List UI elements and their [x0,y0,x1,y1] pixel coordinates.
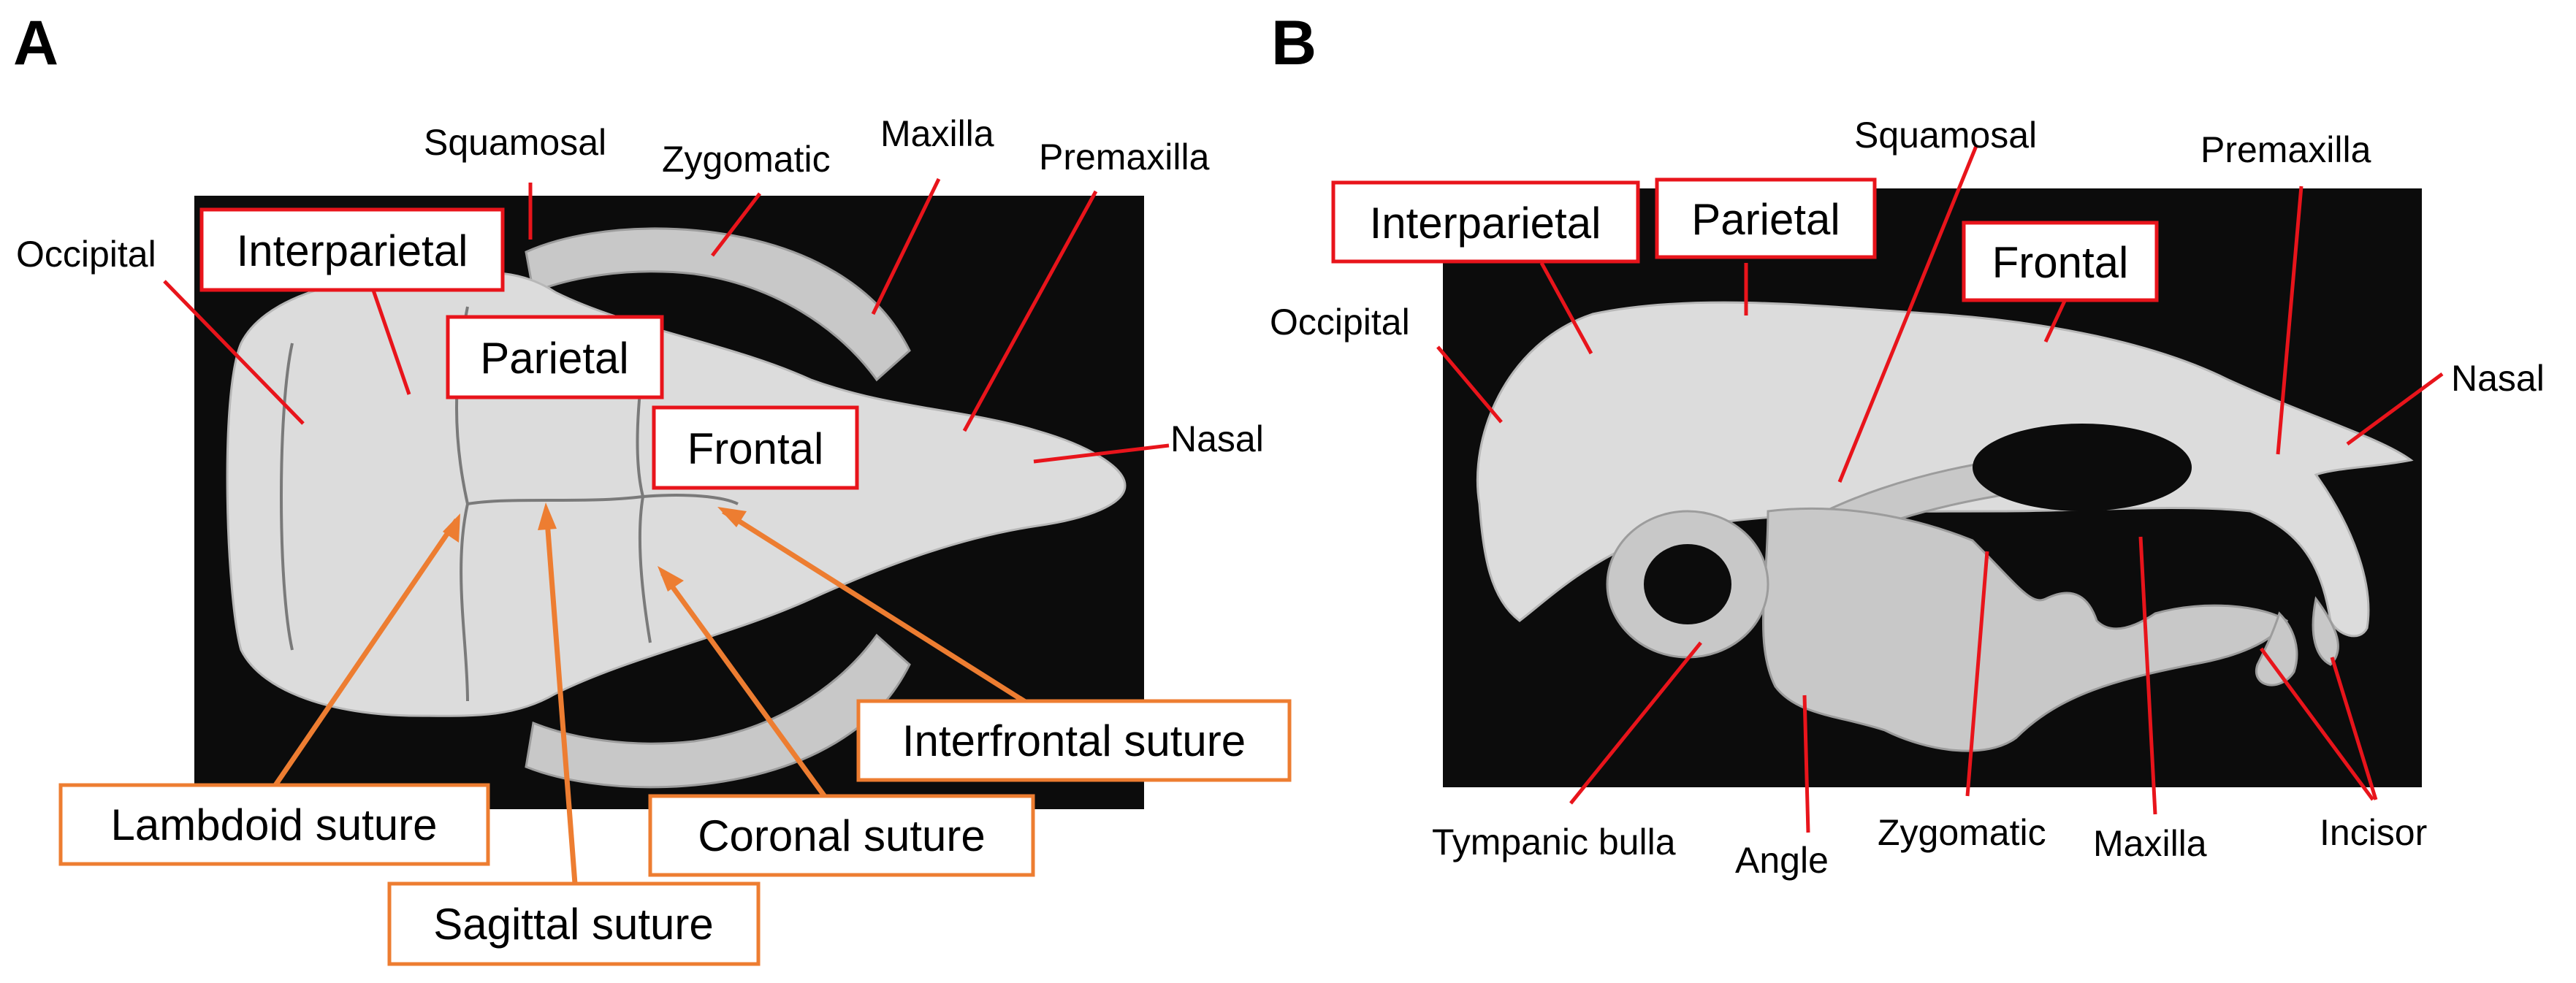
panel-b: B [1270,8,2545,881]
label-coronal: Coronal suture [698,811,986,860]
label-zygomatic-b: Zygomatic [1878,812,2046,853]
leader-tympanic-bulla [1569,641,1702,805]
arrow-interfrontal-head [717,507,747,527]
box-interparietal-b [1331,180,1640,264]
label-zygomatic-a: Zygomatic [662,139,831,180]
leader-premaxilla-b [2276,185,2303,455]
panel-a-coronal-sagittal-marks [467,494,739,505]
label-incisor: Incisor [2320,812,2427,853]
leader-interparietal-b [1539,261,1593,355]
panel-a: A [13,8,1292,966]
label-parietal-a: Parietal [480,334,628,383]
arrow-coronal-head [658,566,684,592]
box-parietal-b [1655,177,1877,259]
leader-maxilla-b [2138,536,2157,815]
panel-a-suture-arrows [272,502,1028,884]
arrow-coronal [660,571,828,800]
label-squamosal-b: Squamosal [1854,115,2037,156]
label-parietal-b: Parietal [1691,195,1840,244]
arrow-interfrontal [722,509,1028,705]
label-maxilla-a: Maxilla [880,113,994,154]
panel-a-bone-leaders [163,177,1170,464]
label-nasal-a: Nasal [1170,418,1264,459]
panel-a-coronal-mark [636,364,652,643]
arrow-sagittal-head [538,502,557,530]
panel-b-orbit [1973,424,2192,511]
panel-b-skull-photo [1443,188,2422,787]
panel-a-zygomatic-arch-top [525,227,911,382]
arrow-sagittal [544,510,578,884]
box-coronal [648,794,1035,877]
label-squamosal-a: Squamosal [424,122,606,163]
label-premaxilla-a: Premaxilla [1039,137,1210,177]
label-frontal-a: Frontal [687,424,824,473]
panel-b-lower-incisor [2255,611,2298,686]
leader-interparietal-a [367,277,411,395]
label-occipital-b: Occipital [1270,302,1410,343]
label-nasal-b: Nasal [2451,358,2545,399]
label-frontal-b: Frontal [1992,238,2129,287]
leader-incisor-1 [2259,647,2375,801]
arrow-lambdoid-head [443,513,460,543]
label-interparietal-b: Interparietal [1370,199,1601,248]
label-angle: Angle [1735,840,1829,881]
label-maxilla-b: Maxilla [2093,823,2207,864]
arrow-lambdoid [272,519,459,789]
leader-premaxilla-a [962,190,1098,432]
label-interfrontal: Interfrontal suture [902,716,1246,765]
leader-frontal-b [2043,298,2068,343]
leader-nasal-a [1033,443,1170,464]
box-parietal-a [446,315,664,399]
leader-angle [1802,695,1810,833]
panel-b-bulla-opening [1644,544,1731,624]
box-frontal-b [1962,221,2159,302]
box-interparietal-a [199,207,505,292]
leader-zygomatic-b [1965,551,1989,797]
leader-occipital-b [1436,345,1503,424]
panel-a-occipital-mark [280,343,294,651]
leader-incisor-2 [2330,657,2378,800]
box-sagittal [387,881,761,966]
label-occipital-a: Occipital [16,234,156,275]
panel-b-letter: B [1271,8,1316,78]
label-premaxilla-b: Premaxilla [2200,129,2371,170]
label-lambdoid: Lambdoid suture [111,800,438,849]
box-interfrontal [856,699,1292,782]
panel-a-zygomatic-arch-bottom [525,633,911,789]
leader-zygomatic-a [711,192,761,257]
box-lambdoid [58,783,490,866]
label-interparietal-a: Interparietal [237,226,468,275]
leader-maxilla-a [871,177,941,315]
label-tympanic-bulla: Tympanic bulla [1432,822,1676,862]
leader-nasal-b [2346,372,2444,446]
panel-b-upper-incisor [2312,596,2339,666]
panel-b-mandible [1761,507,2289,752]
panel-b-bone-leaders [1436,145,2444,833]
label-sagittal: Sagittal suture [433,900,714,949]
leader-occipital-a [163,280,305,425]
box-frontal-a [652,405,859,490]
panel-a-letter: A [13,8,58,78]
leader-squamosal-b [1837,145,1978,483]
